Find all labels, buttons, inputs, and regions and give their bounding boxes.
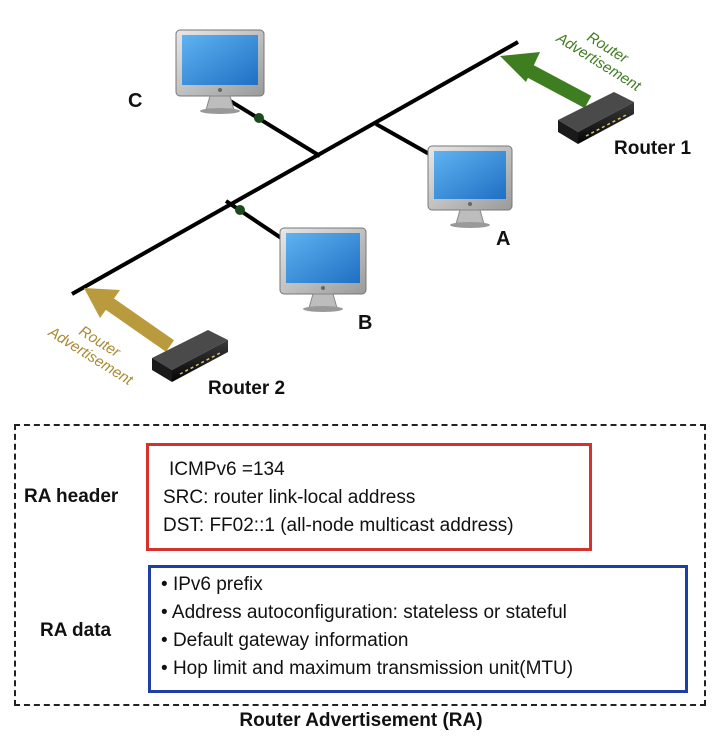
network-diagram-graphic: [71, 29, 634, 382]
host-c-label: C: [128, 90, 143, 112]
computer-b-icon: [279, 227, 367, 312]
ra-header-dst: DST: FF02::1 (all-node multicast address…: [163, 515, 514, 536]
router-2-arrow: [84, 288, 175, 352]
ra-data-item: • Hop limit and maximum transmission uni…: [161, 658, 574, 679]
ra-data-item: • Default gateway information: [161, 630, 409, 651]
network-bus: [71, 40, 519, 296]
ra-header-icmp-type: ICMPv6 =134: [169, 459, 285, 480]
figure-caption: Router Advertisement (RA): [239, 710, 483, 731]
host-a-label: A: [496, 228, 511, 250]
ra-data-item: • Address autoconfiguration: stateless o…: [161, 602, 567, 623]
ra-header-box: ICMPv6 =134 SRC: router link-local addre…: [146, 443, 592, 551]
ra-structure-panel: [14, 424, 706, 706]
ra-data-box: • IPv6 prefix • Address autoconfiguratio…: [148, 565, 688, 693]
node-dot-c: [254, 113, 264, 123]
ra-data-label: RA data: [40, 620, 112, 641]
ra-data-item-text: Address autoconfiguration: stateless or …: [171, 602, 567, 623]
router-2-icon: [152, 330, 228, 382]
ra-data-item: • IPv6 prefix: [161, 574, 263, 595]
ra-header-label: RA header: [24, 486, 119, 507]
ra-data-item-text: IPv6 prefix: [172, 574, 263, 595]
ra-header-src: SRC: router link-local address: [163, 487, 416, 508]
router-1-arrow: [500, 52, 592, 109]
computer-a-icon: [427, 145, 513, 228]
router-1-icon: [558, 92, 634, 144]
node-dot-b: [235, 205, 245, 215]
branch-c: [220, 94, 322, 158]
ra-data-item-text: Default gateway information: [172, 630, 409, 651]
computer-c-icon: [175, 29, 265, 114]
router-1-label: Router 1: [614, 138, 692, 159]
host-b-label: B: [358, 312, 373, 334]
router-2-label: Router 2: [208, 378, 286, 399]
ra-data-item-text: Hop limit and maximum transmission unit(…: [172, 658, 574, 679]
